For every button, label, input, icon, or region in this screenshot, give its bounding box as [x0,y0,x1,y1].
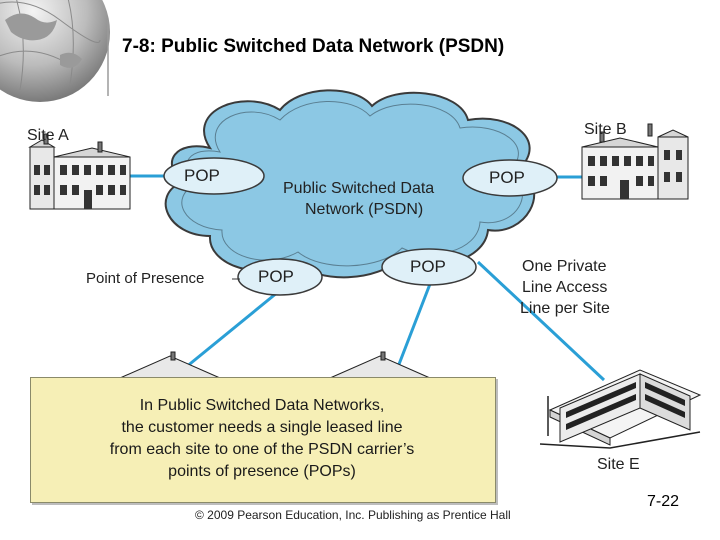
building-site-a-icon [28,133,131,210]
pop-label-west: POP [184,166,220,185]
cloud-label-line2: Network (PSDN) [305,201,424,218]
pop-label-southeast: POP [410,257,446,276]
site-a-label: Site A [27,127,69,144]
pop-node-west [163,157,265,195]
access-line-label-3: Line per Site [520,300,610,317]
slide-title: 7-8: Public Switched Data Network (PSDN) [122,36,505,57]
pop-node-east [462,159,558,197]
page-number: 7-22 [647,493,680,510]
site-e-label: Site E [597,456,640,473]
pop-label-east: POP [489,168,525,187]
line-site-d [394,283,432,373]
psdn-cloud [164,89,536,279]
line-site-c [179,290,279,374]
access-line-label-1: One Private [522,258,607,275]
callout-line-1: In Public Switched Data Networks, [139,397,385,414]
callout-line-2: the customer needs a single leased line [121,419,403,436]
copyright-footer: © 2009 Pearson Education, Inc. Publishin… [195,508,511,522]
globe-icon [0,0,110,102]
pop-label-southwest: POP [258,267,294,286]
building-site-b-icon [581,123,689,200]
cloud-label-line1: Public Switched Data [283,180,435,197]
site-b-label: Site B [584,121,627,138]
access-line-label-2: Line Access [522,279,608,296]
pop-node-southwest [237,258,323,296]
building-site-d-icon [329,351,431,379]
callout-line-3: from each site to one of the PSDN carrie… [109,441,415,458]
building-site-c-icon [119,351,221,379]
line-site-e [476,260,606,382]
callout-text: In Public Switched Data Networks, the cu… [30,395,494,483]
callout-line-4: points of presence (POPs) [168,463,356,480]
pop-node-southeast [381,248,477,286]
point-of-presence-label: Point of Presence [86,270,205,287]
building-site-e-icon [539,369,702,449]
callout-box [30,377,496,503]
